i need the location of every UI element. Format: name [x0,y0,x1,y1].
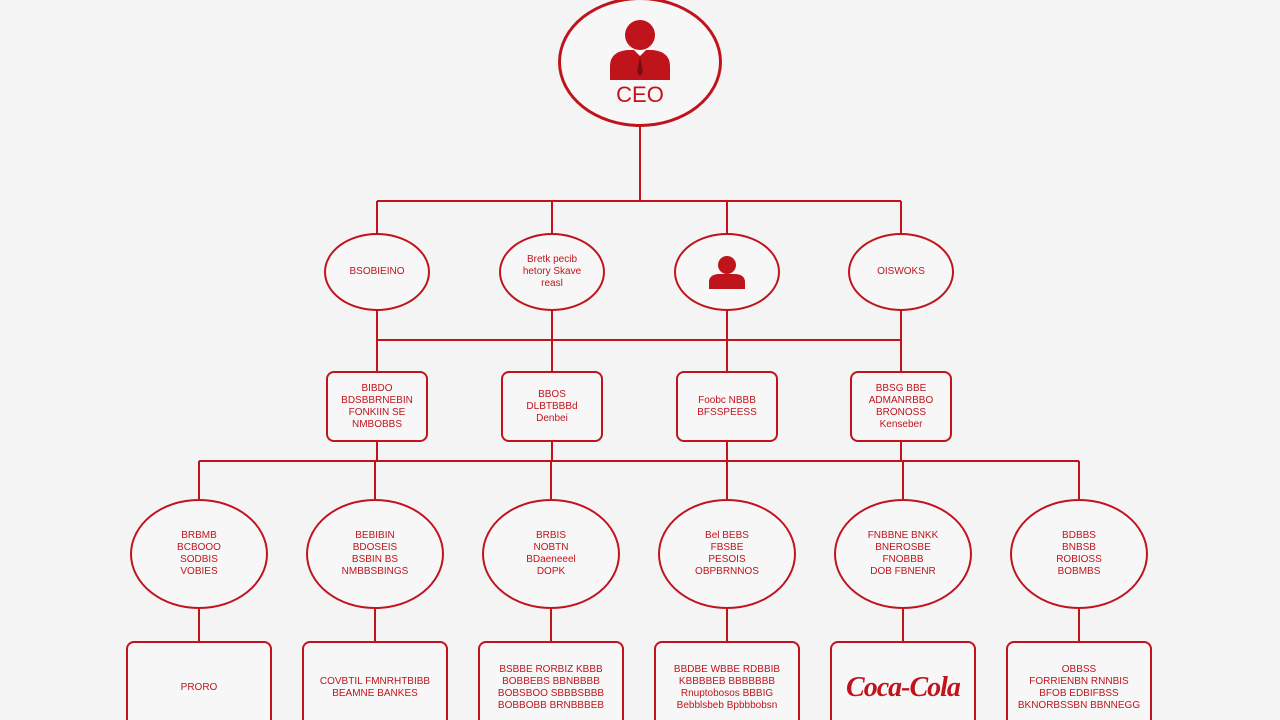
node-text-line: VOBIES [180,566,218,577]
node-text-line: Bebblsbeb Bpbbbobsn [676,700,778,711]
node-text-line: Foobc NBBB [698,394,756,406]
node-text-line: DOB FBNENR [870,566,936,577]
level1-node[interactable] [674,233,780,311]
node-text-line: FORRIENBN RNNBIS [1029,676,1129,687]
node-text-line: BOBMBS [1057,566,1101,577]
node-text-line: BSOBIEINO [349,266,405,277]
node-text-line: BDBBS [1062,530,1096,541]
node-text-line: Denbei [536,412,568,424]
node-text-line: FNBBNE BNKK [867,530,939,541]
coca-cola-logo: Coca-Cola [846,672,961,703]
node-text-line: COVBTIL FMNRHTBIBB [319,676,431,687]
node-text-line: BBSG BBE [875,382,927,394]
node-text-line: BBOS [538,388,566,400]
node-text-line: hetory Skave [522,266,582,277]
node-text-line: PESOIS [708,554,746,565]
node-text-line: BNEROSBE [875,542,931,553]
node-text-line: BRONOSS [875,406,926,418]
node-text-line: BDaeneeel [526,554,576,565]
node-text-line: BFOB EDBIFBSS [1039,688,1119,699]
node-text-line: BEBIBIN [355,530,395,541]
node-text-line: BKNORBSSBN BBNNEGG [1017,700,1141,711]
node-text-line: ROBIOSS [1056,554,1102,565]
node-text-line: FNOBBB [882,554,924,565]
node-text-line: BRBIS [535,530,566,541]
node-text-line: Bel BEBS [705,530,749,541]
node-text-line: DLBTBBBd [526,400,578,412]
node-text-line: BBDBE WBBE RDBBIB [673,664,781,675]
node-text-line: KBBBBEB BBBBBBB [678,676,776,687]
node-text-line: BDSBBRNEBIN [341,394,413,406]
node-text-line: BDOSEIS [352,542,398,553]
ceo-node[interactable]: CEO [558,0,722,127]
node-text-line: FONKIIN SE [348,406,406,418]
node-text-line: BOBBEBS BBNBBBB [502,676,600,687]
node-text-line: BOBBOBB BRNBBBEB [497,700,605,711]
node-text-line: ADMANRBBO [868,394,934,406]
level1-node[interactable]: OISWOKS [848,233,954,311]
node-text-line: PRORO [180,682,218,693]
person-suit-icon [610,20,670,80]
node-text-line: BOBSBOO SBBBSBBB [497,688,605,699]
node-text-line: NMBOBBS [351,418,402,430]
node-text-line: BSBBE RORBIZ KBBB [499,664,603,675]
node-text-line: FBSBE [710,542,744,553]
node-text-line: OBPBRNNOS [695,566,759,577]
ceo-label: CEO [616,82,664,107]
node-text-line: reasl [541,278,563,289]
node-text-line: OISWOKS [877,266,925,277]
level4-node[interactable]: Coca-Cola [830,641,976,720]
person-icon [709,256,745,289]
node-text-line: BFSSPEESS [697,406,757,418]
level4-node[interactable]: PRORO [126,641,272,720]
node-text-line: BRBMB [181,530,217,541]
level1-node[interactable]: BSOBIEINO [324,233,430,311]
node-text-line: BIBDO [361,382,393,394]
node-text-line: SODBIS [180,554,218,565]
node-text-line: OBBSS [1061,664,1097,675]
node-text-line: Kenseber [879,418,923,430]
node-text-line: NOBTN [533,542,569,553]
node-text-line: BCBOOO [177,542,221,553]
node-text-line: BEAMNE BANKES [332,688,418,699]
node-text-line: Rnuptobosos BBBIG [680,688,774,699]
node-text-line: NMBBSBINGS [341,566,409,577]
node-text-line: BSBIN BS [351,554,399,565]
node-text-line: Bretk pecib [526,254,578,265]
node-text-line: BNBSB [1062,542,1096,553]
node-text-line: DOPK [536,566,566,577]
